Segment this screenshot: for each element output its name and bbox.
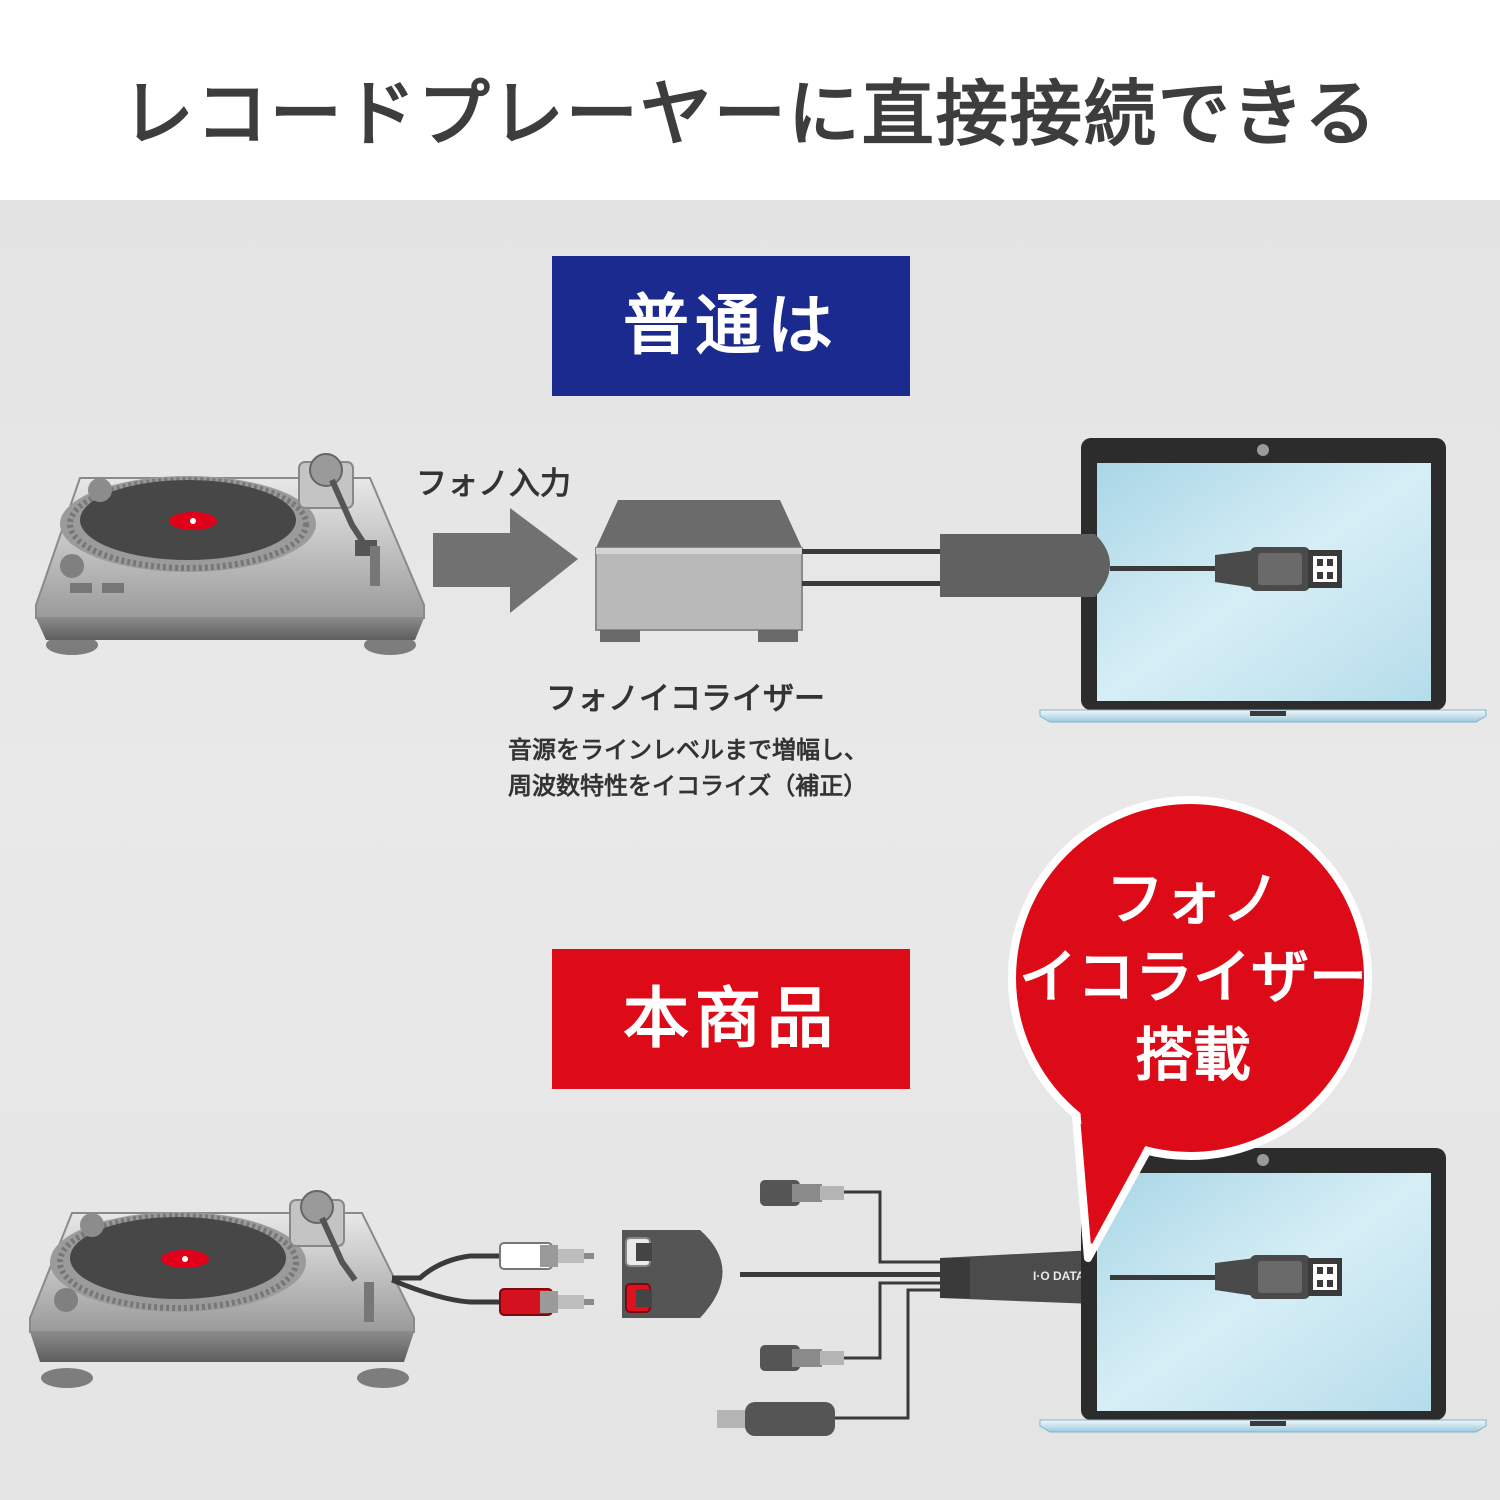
- callout-line2: イコライザー: [1018, 943, 1367, 1011]
- speech-bubble: [1008, 796, 1372, 1262]
- stereo-plug-icon: [717, 1402, 835, 1436]
- normal-label: 普通は: [552, 256, 910, 396]
- callout-line1: フォノ: [1105, 865, 1280, 933]
- arrow-right-icon: [433, 508, 578, 613]
- phono-equalizer-box-icon: [595, 500, 803, 642]
- mini-jack-plug-icon: [760, 1180, 844, 1206]
- turntable-icon: [35, 453, 425, 655]
- equalizer-desc-line2: 周波数特性をイコライズ（補正）: [508, 772, 868, 800]
- rca-plug-icon: [499, 1242, 594, 1270]
- equalizer-label: フォノイコライザー: [546, 681, 825, 717]
- header: レコードプレーヤーに直接接続できる: [0, 0, 1500, 200]
- usb-connector-icon: [1215, 547, 1342, 591]
- rca-plug-icon: [499, 1288, 594, 1316]
- brand-print: I·O DATA: [1033, 1269, 1085, 1283]
- callout-line3: 搭載: [1134, 1021, 1251, 1089]
- product-label: 本商品: [552, 949, 910, 1089]
- page-title: レコードプレーヤーに直接接続できる: [121, 72, 1379, 156]
- rca-jack-hub-icon: [622, 1230, 723, 1318]
- turntable-icon: [29, 1190, 415, 1388]
- equalizer-desc-line1: 音源をラインレベルまで増幅し、: [508, 736, 868, 764]
- mini-jack-plug-icon: [760, 1345, 844, 1371]
- equalizer-description: 音源をラインレベルまで増幅し、 周波数特性をイコライズ（補正）: [508, 732, 868, 804]
- callout-text: フォノ イコライザー 搭載: [1018, 860, 1368, 1094]
- usb-audio-adapter-icon: I·O DATA: [940, 1250, 1110, 1304]
- usb-connector-icon: [1215, 1255, 1342, 1299]
- phono-input-label: フォノ入力: [416, 466, 571, 502]
